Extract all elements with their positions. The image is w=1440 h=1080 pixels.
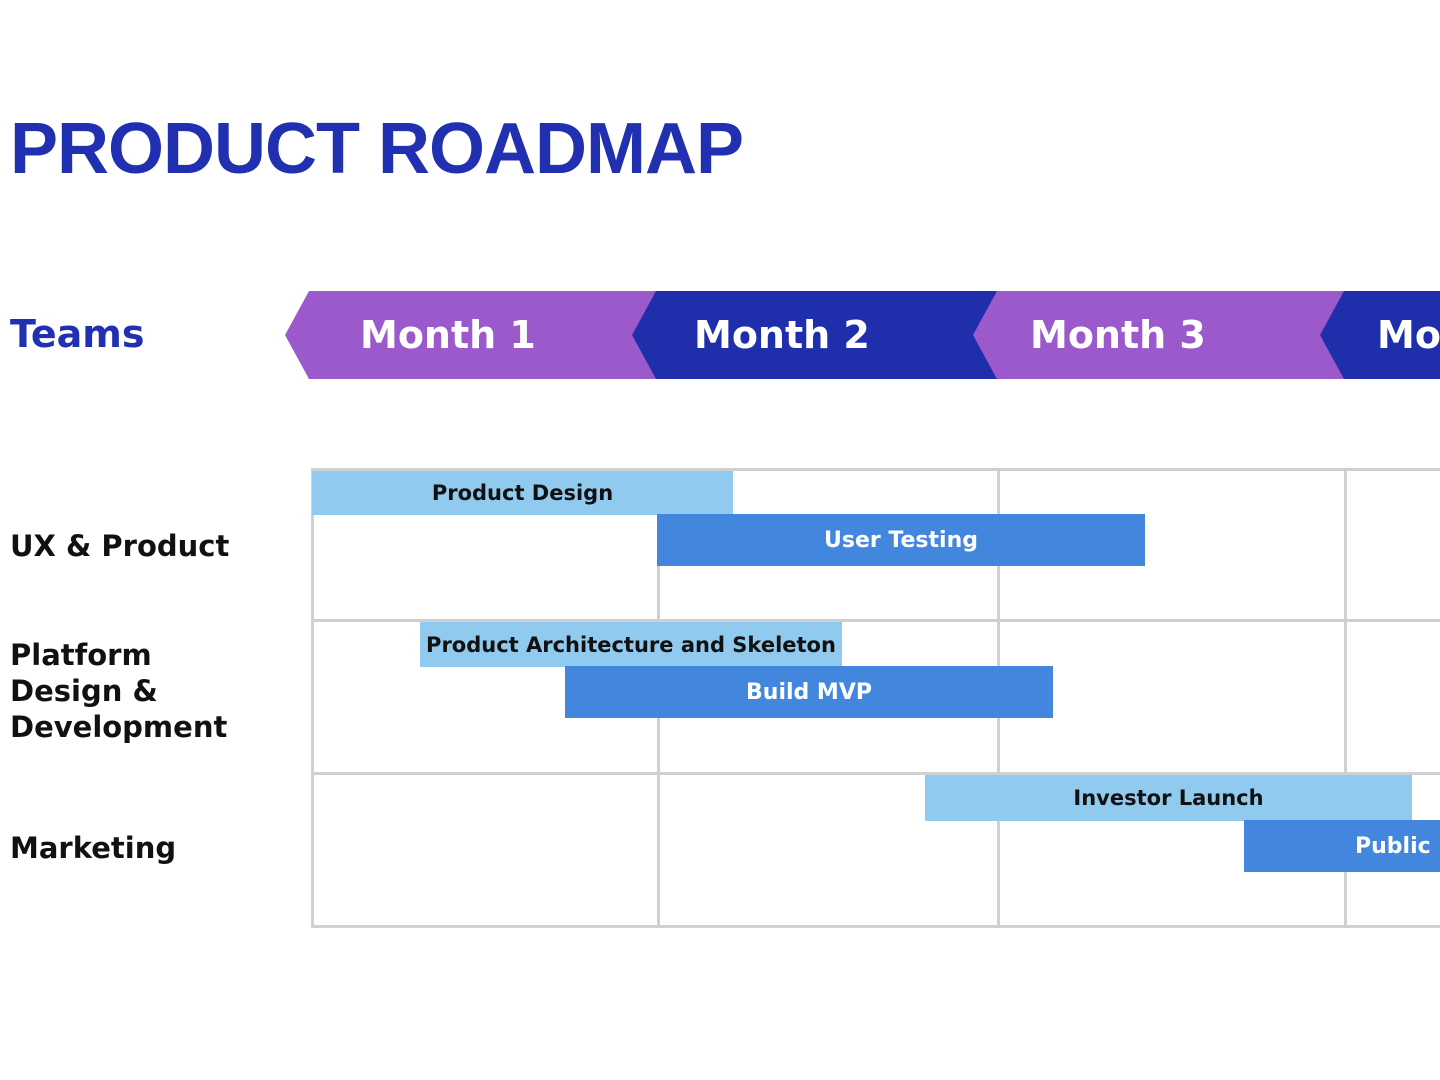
task-bar-build-mvp[interactable]: Build MVP [565,666,1053,718]
task-label: Public Launch [1355,833,1440,859]
month-1-label: Month 1 [360,313,536,357]
teams-header: Teams [10,312,145,356]
month-2-label: Month 2 [694,313,870,357]
month-1-header: Month 1 [285,291,657,379]
team-label-marketing: Marketing [10,831,177,865]
task-label: User Testing [824,527,978,553]
task-label: Build MVP [746,679,872,705]
month-3-label: Month 3 [1030,313,1206,357]
month-4-header: Month 4 [1320,291,1440,379]
month-4-label: Month 4 [1377,313,1440,357]
task-bar-user-testing[interactable]: User Testing [657,514,1145,566]
team-label-ux-product: UX & Product [10,529,230,563]
task-label: Investor Launch [1073,786,1264,810]
month-3-header: Month 3 [973,291,1345,379]
task-bar-investor-launch[interactable]: Investor Launch [925,775,1412,821]
page-title: PRODUCT ROADMAP [10,109,744,189]
month-2-header: Month 2 [632,291,998,379]
task-bar-public-launch[interactable]: Public Launch [1244,820,1440,872]
task-label: Product Design [431,481,614,505]
task-bar-product-design[interactable]: Product Design [312,471,733,515]
team-label-platform: Platform Design & Development [10,638,228,744]
task-label: Product Architecture and Skeleton [426,632,836,657]
task-bar-product-architecture[interactable]: Product Architecture and Skeleton [420,622,842,667]
